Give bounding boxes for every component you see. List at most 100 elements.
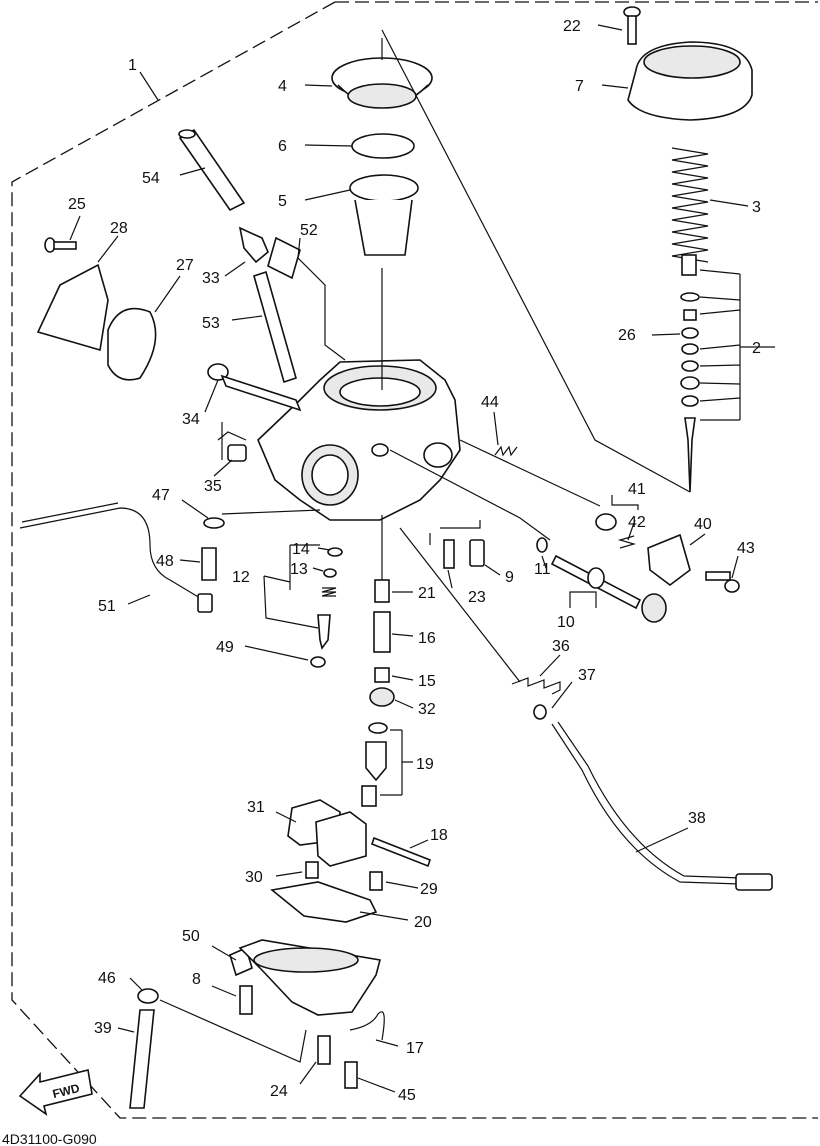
callout-4: 4 [278, 78, 287, 95]
part-22-screw [623, 6, 641, 45]
callout-19: 19 [416, 756, 434, 773]
part-16-needle-jet [373, 611, 391, 653]
part-19-o-ring [368, 722, 388, 734]
callout-54: 54 [142, 170, 160, 187]
part-47-washer [203, 517, 225, 529]
assembly-boundary [11, 1, 818, 1119]
part-5-piston [349, 174, 419, 256]
part-7-cover [627, 41, 753, 121]
callout-18: 18 [430, 827, 448, 844]
part-21-jet [374, 579, 390, 603]
callout-15: 15 [418, 673, 436, 690]
part-20-gasket [270, 881, 378, 923]
part-12-pilot-screw-spring [321, 587, 337, 597]
callout-24: 24 [270, 1083, 288, 1100]
part-25-screw [44, 237, 77, 253]
part-12-pilot-screw [317, 614, 331, 650]
callout-labels: 1 2 3 4 5 6 7 8 9 10 11 12 13 14 15 16 1… [68, 18, 761, 1104]
part-9-jet [469, 539, 485, 567]
part-41-washer [595, 513, 617, 531]
part-19-valve-seat [365, 741, 387, 782]
part-14-o-ring [327, 547, 343, 557]
part-46-clamp [137, 988, 159, 1004]
callout-17: 17 [406, 1040, 424, 1057]
leader-lines [69, 24, 775, 1093]
part-37-washer [533, 704, 547, 720]
callout-26: 26 [618, 327, 636, 344]
part-28-plate [36, 263, 109, 352]
callout-34: 34 [182, 411, 200, 428]
callout-12: 12 [232, 569, 250, 586]
part-40-lever [647, 533, 691, 586]
part-27-gasket [107, 307, 157, 381]
part-42-spring [617, 535, 637, 549]
callout-31: 31 [247, 799, 265, 816]
callout-48: 48 [156, 553, 174, 570]
part-23-jet [443, 539, 455, 569]
part-38-cable-end [735, 873, 773, 891]
callout-53: 53 [202, 315, 220, 332]
callout-43: 43 [737, 540, 755, 557]
callout-44: 44 [481, 394, 499, 411]
callout-30: 30 [245, 869, 263, 886]
callout-9: 9 [505, 569, 514, 586]
part-13-washer [323, 568, 337, 578]
callout-33: 33 [202, 270, 220, 287]
callout-14: 14 [292, 541, 310, 558]
callout-7: 7 [575, 78, 584, 95]
part-38-cable [551, 723, 741, 885]
callout-37: 37 [578, 667, 596, 684]
part-30-screw [305, 861, 319, 879]
part-51-connector [197, 593, 213, 613]
part-6-o-ring [351, 133, 415, 159]
fwd-arrow: FWD [18, 1069, 93, 1116]
part-33-fitting [238, 226, 269, 264]
part-35-plug [227, 444, 247, 462]
part-31-float [287, 799, 367, 867]
callout-8: 8 [192, 971, 201, 988]
part-19-needle-valve [361, 785, 377, 807]
callout-38: 38 [688, 810, 706, 827]
callout-6: 6 [278, 138, 287, 155]
callout-5: 5 [278, 193, 287, 210]
part-48-sensor [201, 547, 217, 581]
callout-21: 21 [418, 585, 436, 602]
callout-46: 46 [98, 970, 116, 987]
part-45-screw [344, 1061, 358, 1089]
callout-32: 32 [418, 701, 436, 718]
callout-47: 47 [152, 487, 170, 504]
callout-10: 10 [557, 614, 575, 631]
callout-1: 1 [128, 57, 137, 74]
callout-51: 51 [98, 598, 116, 615]
callout-11: 11 [534, 561, 551, 578]
callout-36: 36 [552, 638, 570, 655]
callout-16: 16 [418, 630, 436, 647]
part-17-clamp [349, 1011, 385, 1041]
part-54-hose [178, 128, 246, 212]
part-34-adjuster [207, 363, 302, 412]
callout-13: 13 [290, 561, 308, 578]
part-1-carburetor-body [257, 359, 461, 521]
part-44-spring [494, 445, 518, 457]
callout-41: 41 [628, 481, 646, 498]
callout-27: 27 [176, 257, 194, 274]
part-10-starter-plunger [550, 554, 667, 623]
callout-22: 22 [563, 18, 581, 35]
part-36-spring [511, 677, 561, 695]
part-24-drain-screw [317, 1035, 331, 1065]
fwd-arrow-label: FWD [51, 1081, 81, 1101]
callout-50: 50 [182, 928, 200, 945]
part-29-screw [369, 871, 383, 891]
callout-52: 52 [300, 222, 318, 239]
part-53-hose [253, 270, 297, 384]
callout-45: 45 [398, 1087, 416, 1104]
part-2-needle-set [680, 254, 700, 493]
part-43-screw [705, 571, 740, 593]
part-49-plug [310, 656, 326, 668]
part-4-diaphragm [331, 57, 433, 109]
callout-35: 35 [204, 478, 222, 495]
callout-25: 25 [68, 196, 86, 213]
callout-40: 40 [694, 516, 712, 533]
callout-49: 49 [216, 639, 234, 656]
